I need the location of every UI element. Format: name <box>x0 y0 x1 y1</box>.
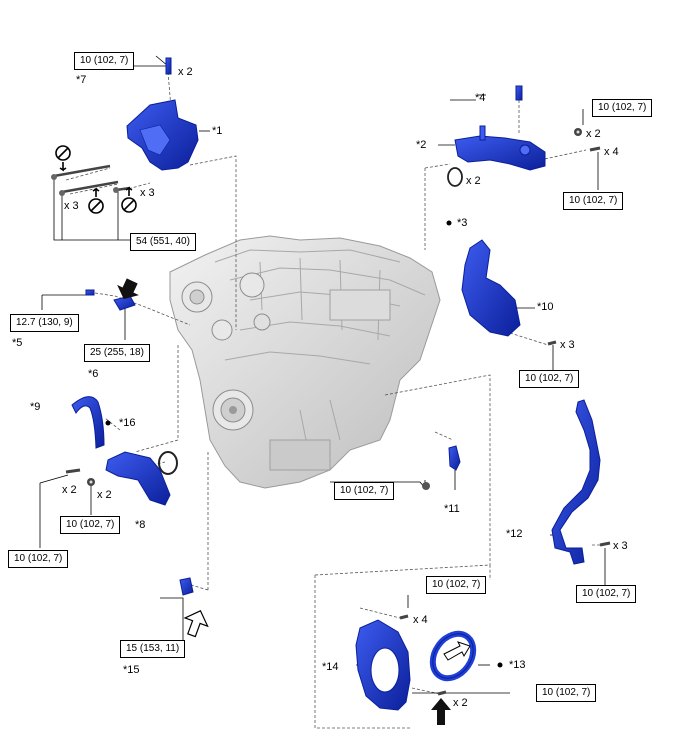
torque-spec-box: 10 (102, 7) <box>563 192 624 210</box>
torque-spec-box: 10 (102, 7) <box>536 684 597 702</box>
part-16-o-ring <box>158 451 178 475</box>
quantity-label: x 4 <box>604 146 619 158</box>
part-label-13: *13 <box>509 659 526 671</box>
part-10-cover <box>461 239 521 337</box>
part-label-10: *10 <box>537 301 554 313</box>
part-11-sensor <box>448 445 461 471</box>
torque-spec-box: 10 (102, 7) <box>74 52 135 70</box>
marker-dots <box>105 220 503 668</box>
part-4-sensor <box>515 85 523 101</box>
part-label-1: *1 <box>212 125 223 137</box>
quantity-label: x 3 <box>560 339 575 351</box>
connector-lines <box>65 71 600 729</box>
quantity-label: x 2 <box>62 484 77 496</box>
torque-spec-box: 10 (102, 7) <box>8 550 69 568</box>
leader-lines <box>39 55 606 694</box>
bolt-part-7 <box>165 57 172 75</box>
torque-spec-box: 54 (551, 40) <box>130 233 196 251</box>
torque-spec-box: 15 (153, 11) <box>120 640 186 658</box>
quantity-label: x 2 <box>453 697 468 709</box>
quantity-label: x 2 <box>586 128 601 140</box>
no-reuse-icon <box>121 186 137 213</box>
bolt-icon <box>399 614 447 696</box>
quantity-label: x 2 <box>97 489 112 501</box>
engine-block <box>169 235 441 489</box>
torque-spec-box: 12.7 (130, 9) <box>10 314 79 332</box>
part-label-7: *7 <box>76 74 87 86</box>
torque-spec-box: 25 (255, 18) <box>84 344 150 362</box>
quantity-label: x 3 <box>64 200 79 212</box>
part-13-oil-seal <box>429 630 477 682</box>
part-label-2: *2 <box>416 139 427 151</box>
bolt-icon <box>589 146 601 152</box>
quantity-label: x 2 <box>466 175 481 187</box>
torque-spec-box: 10 (102, 7) <box>576 585 637 603</box>
part-8-water-inlet <box>105 451 171 506</box>
bolt-icon <box>65 468 81 474</box>
quantity-label: x 4 <box>413 614 428 626</box>
part-label-11: *11 <box>444 503 460 515</box>
part-label-5: *5 <box>12 337 23 349</box>
install-direction-arrow-outline <box>183 609 209 638</box>
nut-icon <box>87 478 95 486</box>
install-direction-arrow <box>431 698 451 725</box>
no-reuse-icon <box>55 145 71 172</box>
part-label-6: *6 <box>88 368 99 380</box>
install-direction-arrow <box>117 278 139 300</box>
part-label-14: *14 <box>322 661 339 673</box>
bolt-set-54nm <box>51 164 131 196</box>
bolt-icon <box>422 482 430 490</box>
part-label-3: *3 <box>457 217 468 229</box>
part-9-hose <box>71 396 105 449</box>
part-15-sensor <box>179 577 194 596</box>
part-12-pipe <box>551 399 601 565</box>
part-14-retainer <box>355 619 411 711</box>
install-direction-arrow-hatched <box>443 641 471 661</box>
bolt-icon <box>599 541 611 547</box>
torque-spec-box: 10 (102, 7) <box>334 482 395 500</box>
no-reuse-icon <box>88 187 104 214</box>
torque-spec-box: 10 (102, 7) <box>60 516 121 534</box>
torque-spec-box: 10 (102, 7) <box>519 370 580 388</box>
torque-spec-box: 10 (102, 7) <box>592 99 653 117</box>
torque-spec-box: 10 (102, 7) <box>426 576 487 594</box>
bolt-icon <box>547 340 557 346</box>
part-2-water-outlet <box>454 125 546 171</box>
quantity-label: x 2 <box>178 66 193 78</box>
part-5-stud <box>85 289 95 296</box>
nut-icon <box>574 128 582 136</box>
part-label-15: *15 <box>123 664 140 676</box>
part-1-bracket <box>126 99 199 171</box>
part-label-8: *8 <box>135 519 146 531</box>
part-label-12: *12 <box>506 528 523 540</box>
part-3-gasket <box>447 167 463 187</box>
quantity-label: x 3 <box>140 187 155 199</box>
part-label-9: *9 <box>30 401 41 413</box>
part-label-4: *4 <box>475 92 486 104</box>
part-label-16: *16 <box>119 417 136 429</box>
quantity-label: x 3 <box>613 540 628 552</box>
